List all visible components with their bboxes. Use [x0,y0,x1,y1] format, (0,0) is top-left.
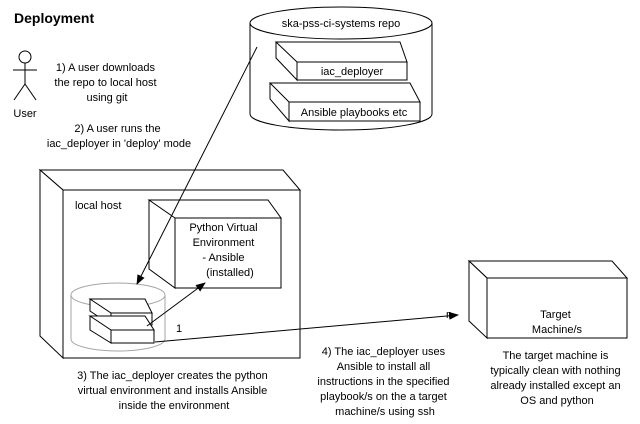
step3-text: 3) The iac_deployer creates the python v… [77,370,271,412]
deploy-arrow [154,311,459,343]
repo-item-label: Ansible playbooks etc [301,107,408,119]
local-host-label: local host [75,200,121,212]
download-arrow [136,46,258,285]
repo-item-label: iac_deployer [321,66,384,78]
venv-node [147,199,282,289]
repo-item-ansible-playbooks [268,82,421,123]
venv-label: Python Virtual Environment - Ansible (in… [189,222,260,279]
multiplicity-target: n [446,309,452,321]
repo-label: ska-pss-ci-systems repo [282,18,401,30]
target-machine-label: Target Machine/s [532,309,583,336]
step1-text: 1) A user downloads the repo to local ho… [54,62,159,104]
repo-item-iac-deployer [274,41,408,82]
diagram-title: Deployment [14,10,94,26]
create-venv-arrow [146,282,206,327]
step2-text: 2) A user runs the iac_deployer in 'depl… [47,123,191,150]
multiplicity-source: 1 [176,323,182,335]
local-repo-item-box [88,315,155,344]
user-actor-icon [13,50,37,101]
target-machine-node [467,259,629,340]
user-label: User [13,108,37,120]
target-note-text: The target machine is typically clean wi… [490,350,623,407]
step4-text: 4) The iac_deployer uses Ansible to inst… [317,346,452,418]
